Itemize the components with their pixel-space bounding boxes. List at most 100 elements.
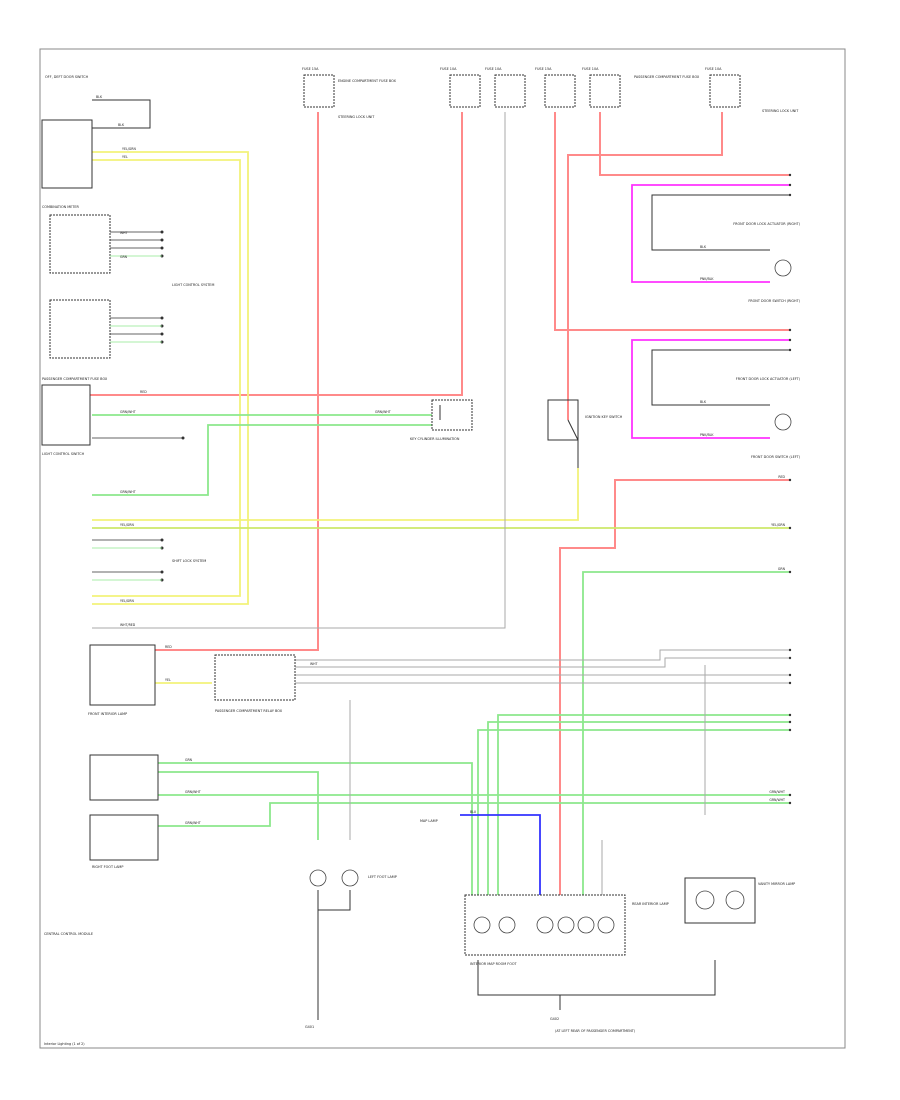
red-wire-mid (554, 112, 790, 331)
relay-box-small (431, 399, 473, 431)
terminal (788, 526, 792, 530)
front-interior-lamp-box (89, 644, 156, 706)
page-label: Interior Lighting (1 of 2) (44, 1042, 85, 1046)
gray-wire-2 (295, 649, 790, 661)
terminal (788, 648, 792, 652)
label-ignition-key: IGNITION KEY SWITCH (585, 415, 623, 419)
terminal (788, 713, 792, 717)
wire-color-labels: BLK BLK YEL/GRN YEL RED GRN/WHT GRN/WHT … (96, 95, 786, 825)
gray-wire-3 (295, 657, 790, 668)
terminal (788, 681, 792, 685)
bulb-interior-6 (597, 916, 615, 934)
magenta-wire-1 (631, 184, 790, 283)
green-wire-9 (158, 802, 790, 827)
steering-lock-lead (567, 419, 579, 468)
vanity-lamp-box (684, 877, 756, 924)
label-front-door-lock-left: FRONT DOOR LOCK ACTUATOR (LEFT) (736, 377, 801, 381)
wire-label: WHT/RED (120, 623, 136, 627)
label-ground-1: G401 (305, 1025, 314, 1029)
bulb-interior-3 (536, 916, 554, 934)
green-wire-2 (92, 424, 432, 496)
terminal (788, 673, 792, 677)
label-passenger-box: PASSENGER COMPARTMENT FUSE BOX (634, 75, 700, 79)
wire-label: GRN/WHT (185, 821, 201, 825)
magenta-wires (631, 184, 790, 439)
label-steering-lock-1: STEERING LOCK UNIT (338, 115, 375, 119)
label-right-foot-lamp: RIGHT FOOT LAMP (92, 865, 123, 869)
label-fuse-5: FUSE 10A (582, 67, 599, 71)
label-ground-note: (AT LEFT REAR OF PASSENGER COMPARTMENT) (555, 1029, 636, 1033)
fuse-box-1 (303, 74, 335, 108)
components (41, 74, 756, 956)
terminal (788, 720, 792, 724)
label-front-door-lock-right: FRONT DOOR LOCK ACTUATOR (RIGHT) (733, 222, 800, 226)
red-wires (90, 112, 790, 895)
fuse-box-2 (449, 74, 481, 108)
yellow-wire-3 (92, 468, 579, 521)
gray-wire-1 (92, 112, 506, 629)
black-wires (92, 99, 790, 1020)
fuse-box-6 (709, 74, 741, 108)
foot-lamp-box-1 (89, 754, 159, 801)
bulb-left-foot-1 (309, 869, 327, 887)
gray-wires (92, 112, 790, 895)
bulb-interior-1 (473, 916, 491, 934)
label-combination-meter: COMBINATION METER (42, 205, 80, 209)
wire-label: BLK (118, 123, 125, 127)
yellow-wires (92, 151, 790, 684)
bulb-interior-4 (557, 916, 575, 934)
wire-label: GRN/WHT (769, 798, 785, 802)
wire-label: RED (165, 645, 172, 649)
label-shift-lock-note: SHIFT LOCK SYSTEM (172, 559, 206, 563)
wire-label: GRN (185, 758, 193, 762)
bulb-vanity-2 (725, 890, 745, 910)
terminal (788, 801, 792, 805)
relay-box-center (214, 654, 296, 701)
terminal (788, 193, 792, 197)
wire-label: GRN/WHT (120, 410, 136, 414)
wire-label: YEL/GRN (122, 147, 136, 151)
red-wire-main-horizontal (90, 112, 463, 396)
yellow-wire-2 (92, 159, 241, 597)
green-wire-3 (582, 571, 790, 895)
wire-label: YEL/GRN (120, 599, 134, 603)
label-ground-2: G402 (550, 1017, 559, 1021)
terminal (788, 478, 792, 482)
terminal (788, 183, 792, 187)
label-map-lamp: MAP LAMP (420, 819, 438, 823)
green-wire-4 (477, 729, 790, 895)
wire-label: BLK (96, 95, 103, 99)
terminal (788, 570, 792, 574)
wire-label: BLK (700, 400, 707, 404)
green-wire-5 (487, 721, 790, 895)
wire-label: PNK/BLK (700, 277, 714, 281)
wire-label: RED (778, 475, 785, 479)
wire-label: GRN/WHT (769, 790, 785, 794)
label-vanity-mirror: VANITY MIRROR LAMP (758, 882, 795, 886)
label-fuse-2: FUSE 10A (440, 67, 457, 71)
fuse-box-3 (494, 74, 526, 108)
bulbs (309, 259, 792, 934)
label-top-left-switch: OFF, DEFT DOOR SWITCH (45, 75, 89, 79)
wire-label: GRN (778, 567, 786, 571)
label-key-cyl: KEY CYLINDER ILLUMINATION (410, 437, 460, 441)
wire-label: WHT (310, 662, 318, 666)
top-left-black (92, 99, 151, 129)
interior-lamp-assembly (464, 894, 626, 956)
diagram-frame (39, 48, 846, 1049)
label-left-foot-lamp: LEFT FOOT LAMP (368, 875, 397, 879)
wire-label: WHT (120, 231, 128, 235)
label-fuse-4: FUSE 15A (535, 67, 552, 71)
wire-label: PNK/BLK (700, 433, 714, 437)
red-wire-right-top2 (567, 112, 723, 420)
terminal (788, 328, 792, 332)
bulb-left-door (774, 413, 792, 431)
wire-label: GRN/WHT (375, 410, 391, 414)
red-wire-lower (559, 479, 790, 895)
label-passenger-fuse-left: PASSENGER COMPARTMENT FUSE BOX (42, 377, 108, 381)
bulb-interior-2 (498, 916, 516, 934)
wire-label: BLU (470, 810, 477, 814)
label-front-door-right: FRONT DOOR SWITCH (RIGHT) (748, 299, 800, 303)
module-block-1 (49, 214, 111, 274)
